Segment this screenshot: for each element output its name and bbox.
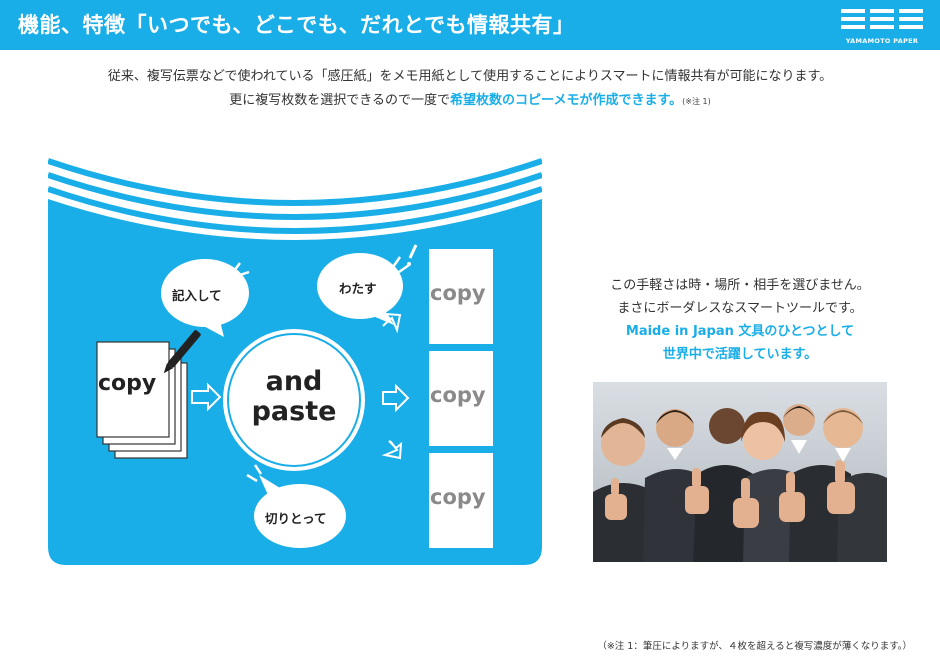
intro-line-1: 従来、複写伝票などで使われている「感圧紙」をメモ用紙として使用することによりスマ…	[107, 69, 833, 84]
arrow-right-icon	[191, 382, 222, 412]
side-line-3: Maide in Japan 文具のひとつとして	[625, 324, 855, 339]
bubble-pass: わたす	[339, 281, 377, 296]
paste-line-2: paste	[251, 396, 337, 427]
footnote: （※注 1：筆圧によりますが、４枚を超えると複写濃度が薄くなります。）	[597, 641, 912, 652]
logo-text: YAMAMOTO PAPER	[845, 37, 919, 45]
intro-line-2-prefix: 更に複写枚数を選択できるので一度で	[229, 93, 450, 108]
stacked-paper-icon	[96, 341, 188, 459]
business-people-photo	[593, 382, 887, 562]
copy-label-3: copy	[430, 485, 486, 509]
side-line-4: 世界中で活躍しています。	[662, 347, 818, 362]
intro-text: 従来、複写伝票などで使われている「感圧紙」をメモ用紙として使用することによりスマ…	[0, 65, 940, 114]
and-paste-label: and paste	[229, 367, 359, 427]
copy-label-2: copy	[430, 383, 486, 407]
bubble-tear: 切りとって	[265, 511, 327, 526]
source-copy-label: copy	[98, 371, 157, 396]
diagram-graphic	[48, 158, 542, 565]
header-bar: 機能、特徴「いつでも、どこでも、だれとでも情報共有」 YAMAMOTO PAPE…	[0, 0, 940, 50]
intro-line-2: 更に複写枚数を選択できるので一度で希望枚数のコピーメモが作成できます。(※注 1…	[0, 89, 940, 114]
note-reference: (※注 1)	[682, 97, 711, 106]
side-text: この手軽さは時・場所・相手を選びません。 まさにボーダレスなスマートツールです。…	[585, 274, 895, 366]
copy-label-1: copy	[430, 281, 486, 305]
intro-highlight: 希望枚数のコピーメモが作成できます。	[449, 93, 683, 108]
copy-and-paste-diagram: copy 記入して わたす 切りとって and paste copy copy …	[48, 155, 542, 565]
bubble-write: 記入して	[172, 288, 222, 303]
paste-line-1: and	[265, 366, 323, 397]
pen-icon	[163, 330, 201, 374]
side-line-1: この手軽さは時・場所・相手を選びません。	[610, 278, 870, 293]
yamamoto-paper-logo: YAMAMOTO PAPER	[841, 9, 923, 45]
side-line-2: まさにボーダレスなスマートツールです。	[617, 301, 863, 316]
page-title: 機能、特徴「いつでも、どこでも、だれとでも情報共有」	[18, 13, 575, 37]
